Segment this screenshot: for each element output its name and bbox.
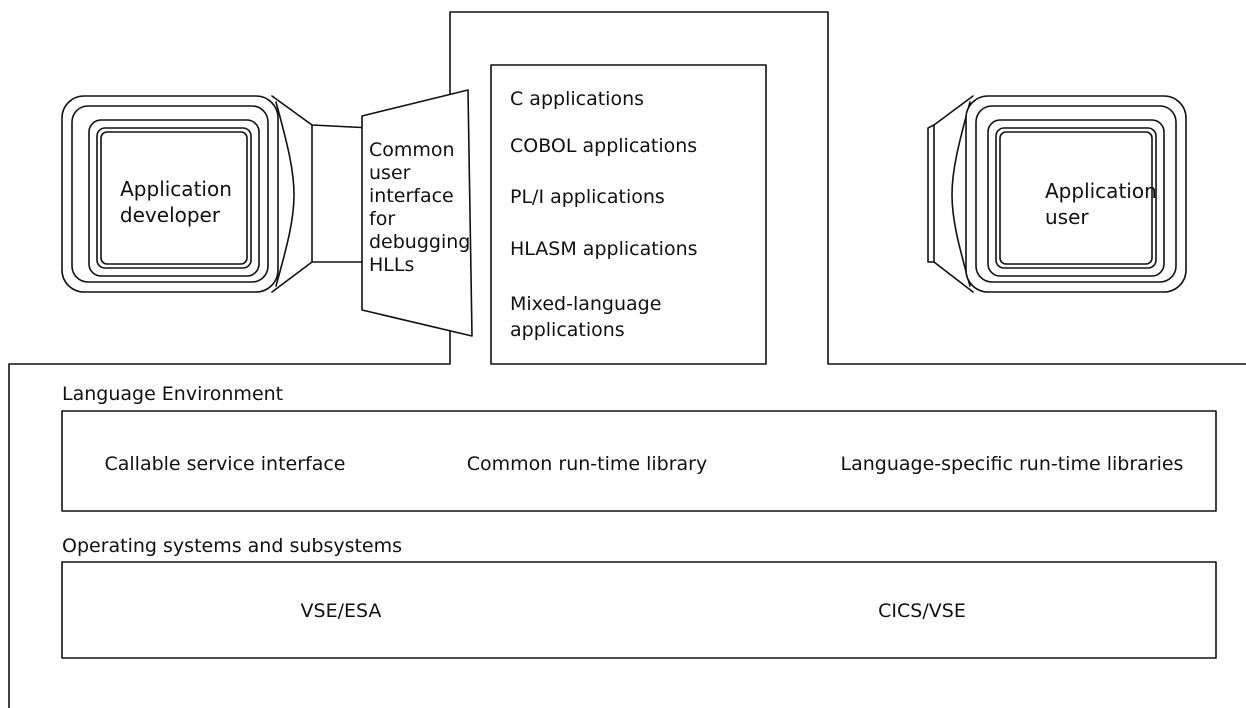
- le-item-common-runtime: Common run-time library: [467, 453, 707, 475]
- le-item-callable-service: Callable service interface: [104, 453, 345, 475]
- operating-systems-box: [61, 561, 1217, 659]
- user-monitor-icon: [927, 95, 1187, 293]
- developer-monitor-icon: [61, 95, 373, 293]
- outer-frame-outline: [8, 11, 1246, 708]
- operating-systems-title: Operating systems and subsystems: [62, 535, 402, 557]
- debug-interface-line6: HLLs: [369, 254, 414, 276]
- debug-interface-line5: debugging: [369, 231, 470, 253]
- language-environment-box: [61, 410, 1217, 512]
- applications-box: [490, 64, 767, 365]
- app-item-c: C applications: [510, 88, 644, 110]
- user-label-line1: Application: [1045, 179, 1157, 203]
- os-item-cics-vse: CICS/VSE: [878, 600, 966, 622]
- developer-label-line1: Application: [120, 177, 232, 201]
- app-item-pli: PL/I applications: [510, 186, 665, 208]
- debug-interface-line4: for: [369, 208, 395, 230]
- debug-interface-line3: interface: [369, 185, 454, 207]
- user-label-line2: user: [1045, 205, 1089, 229]
- developer-label-line2: developer: [120, 203, 221, 227]
- app-item-mixed-line2: applications: [510, 319, 625, 341]
- language-environment-title: Language Environment: [62, 383, 283, 405]
- app-item-cobol: COBOL applications: [510, 135, 697, 157]
- os-item-vse-esa: VSE/ESA: [301, 600, 382, 622]
- debug-interface-panel: [361, 89, 473, 337]
- le-item-language-specific: Language-specific run-time libraries: [841, 453, 1184, 475]
- app-item-hlasm: HLASM applications: [510, 238, 698, 260]
- app-item-mixed-line1: Mixed-language: [510, 293, 661, 315]
- debug-interface-line1: Common: [369, 139, 455, 161]
- debug-interface-line2: user: [369, 162, 411, 184]
